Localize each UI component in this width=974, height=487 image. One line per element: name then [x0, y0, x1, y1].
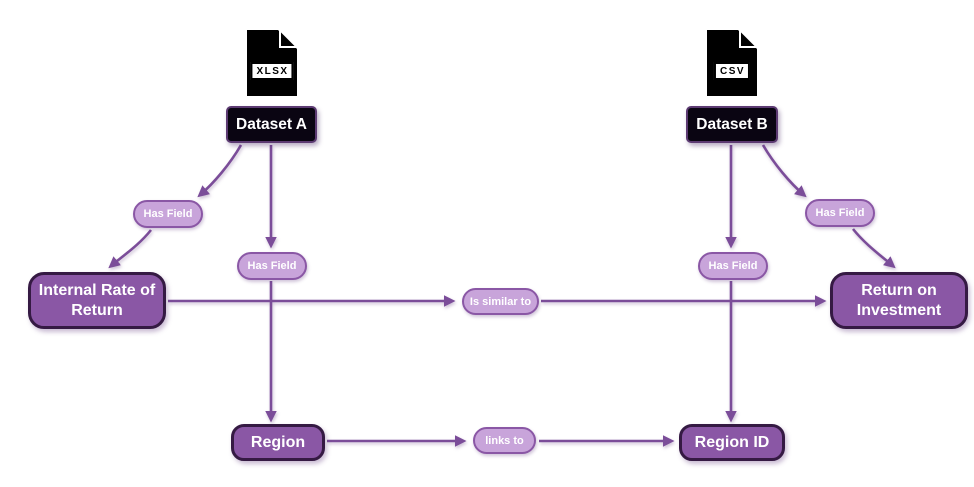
edge-label-text: Is similar to: [469, 295, 532, 308]
edge-label-text: Has Field: [143, 208, 193, 220]
edge-label-has-field-a-left[interactable]: Has Field: [133, 200, 203, 228]
node-label: Dataset A: [236, 115, 307, 133]
node-label: Internal Rate of Return: [38, 281, 156, 319]
node-dataset-b[interactable]: Dataset B: [686, 106, 778, 143]
node-region[interactable]: Region: [231, 424, 325, 461]
edge-label-has-field-a-down[interactable]: Has Field: [237, 252, 307, 280]
edge-label-links-to[interactable]: links to: [473, 427, 536, 454]
edge-label-has-field-b-right[interactable]: Has Field: [805, 199, 875, 227]
edge-label-text: links to: [485, 434, 524, 447]
edge-label-has-field-b-down[interactable]: Has Field: [698, 252, 768, 280]
edge-label-text: Has Field: [815, 207, 865, 219]
csv-file-icon[interactable]: CSV: [705, 29, 759, 97]
node-return-on-investment[interactable]: Return on Investment: [830, 272, 968, 329]
xlsx-file-icon[interactable]: XLSX: [245, 29, 299, 97]
file-type-label: CSV: [713, 62, 751, 80]
edge-label-text: Has Field: [708, 260, 758, 272]
node-dataset-a[interactable]: Dataset A: [226, 106, 317, 143]
edge-hasfield-right-to-roi: [851, 228, 896, 269]
edge-label-is-similar-to[interactable]: Is similar to: [462, 288, 539, 315]
node-label: Return on Investment: [856, 281, 942, 319]
node-internal-rate-of-return[interactable]: Internal Rate of Return: [28, 272, 166, 329]
edge-dataset-b-to-hasfield-right: [761, 144, 807, 198]
edge-label-text: Has Field: [247, 260, 297, 272]
node-region-id[interactable]: Region ID: [679, 424, 785, 461]
edge-hasfield-left-to-irr: [108, 229, 153, 269]
file-type-label: XLSX: [250, 62, 294, 80]
edge-dataset-a-to-hasfield-left: [197, 144, 243, 198]
node-label: Region: [250, 433, 306, 451]
node-label: Region ID: [694, 433, 770, 451]
node-label: Dataset B: [696, 115, 768, 133]
